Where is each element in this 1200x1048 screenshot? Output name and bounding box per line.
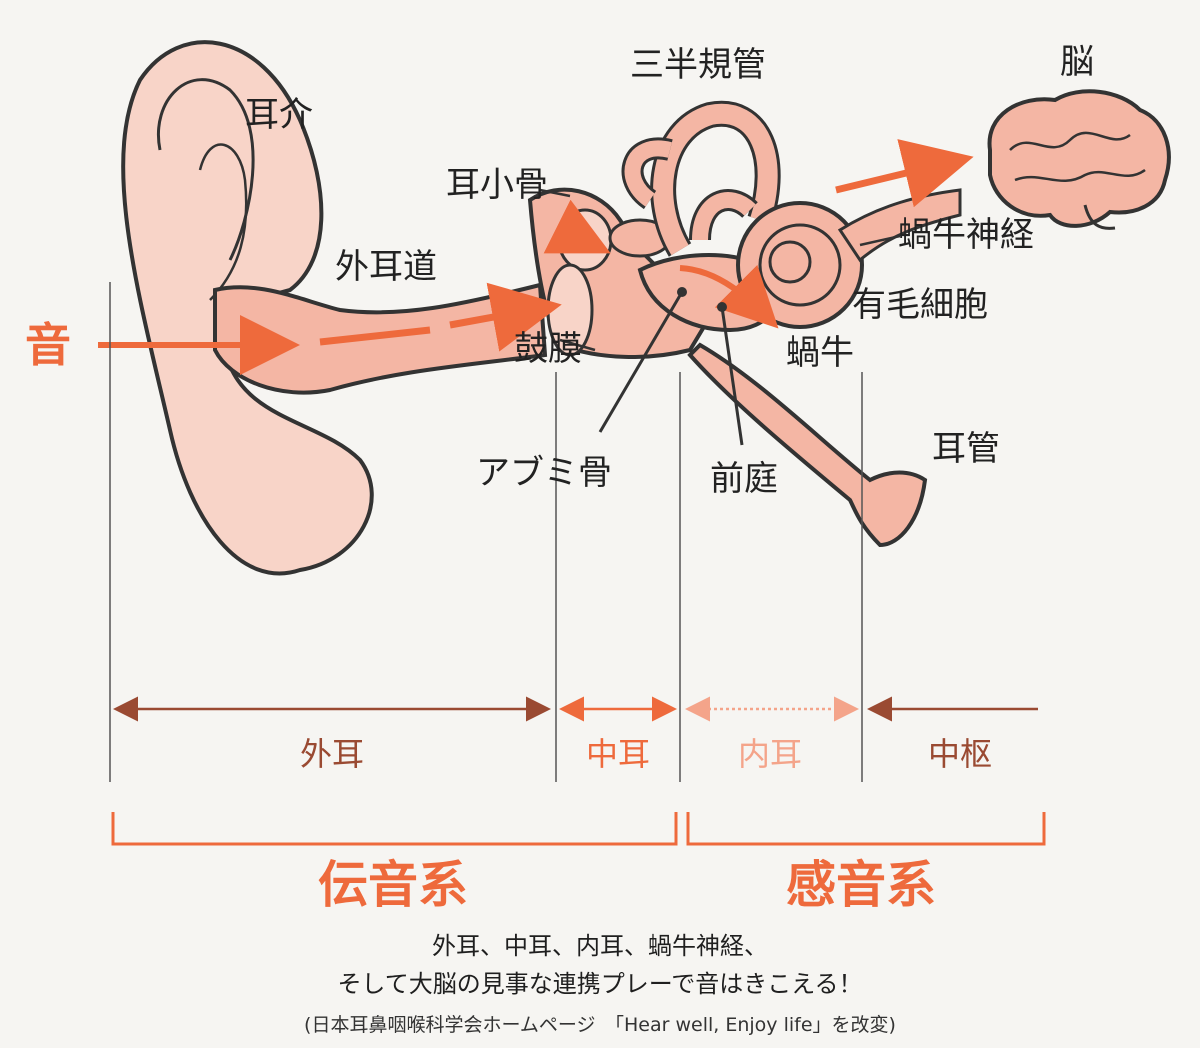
conductive-bracket xyxy=(111,812,678,846)
caption-line-2: そして大脳の見事な連携プレーで音はきこえる！ xyxy=(337,970,863,998)
sensorineural-system-label: 感音系 xyxy=(786,856,936,914)
outer-ear-region-label: 外耳 xyxy=(300,735,365,773)
eardrum-leader xyxy=(559,338,596,352)
canal-arrow-2 xyxy=(449,282,562,352)
ossicle-arrow xyxy=(543,199,611,254)
external-canal-label: 外耳道 xyxy=(335,247,437,287)
auricle-label: 耳介 xyxy=(245,95,313,135)
auricle-inner-fold-2 xyxy=(198,143,248,301)
stapes-leader xyxy=(598,291,684,433)
cochlea-label: 蝸牛 xyxy=(786,333,854,373)
conductive-system-label: 伝音系 xyxy=(318,856,468,914)
semicircular-canals-label: 三半規管 xyxy=(630,45,766,85)
sound-label: 音 xyxy=(25,318,71,372)
eustachian-tube-label: 耳管 xyxy=(932,429,1000,469)
inner-ear-region-label: 内耳 xyxy=(738,735,803,773)
brain-label: 脳 xyxy=(1060,42,1094,82)
inner-ear-arrow xyxy=(679,264,779,329)
eardrum-label: 鼓膜 xyxy=(514,329,582,369)
hair-cells-label: 有毛細胞 xyxy=(852,285,988,325)
source-credit: (日本耳鼻咽喉科学会ホームページ 「Hear well, Enjoy life」… xyxy=(304,1014,896,1036)
canal-arrow-1 xyxy=(319,326,431,346)
cochlear-nerve-label: 蝸牛神経 xyxy=(898,215,1034,255)
central-region-label: 中枢 xyxy=(928,735,993,773)
brain-shape xyxy=(987,89,1171,228)
nerve-to-brain-arrow xyxy=(835,139,974,208)
eustachian-tube-shape xyxy=(687,342,928,548)
caption-line-1: 外耳、中耳、内耳、蝸牛神経、 xyxy=(432,932,768,960)
sensorineural-bracket xyxy=(686,812,1046,846)
ossicles-label: 耳小骨 xyxy=(446,165,548,205)
cochlear-nerve-leader xyxy=(859,234,901,247)
stapes-label: アブミ骨 xyxy=(476,453,612,493)
auricle-shape xyxy=(121,40,374,576)
vestibule-label: 前庭 xyxy=(710,459,778,499)
vestibule-leader xyxy=(720,306,744,446)
brainstem-shape xyxy=(1083,204,1116,230)
middle-ear-region-label: 中耳 xyxy=(586,735,651,773)
ossicles-leader xyxy=(539,188,571,198)
